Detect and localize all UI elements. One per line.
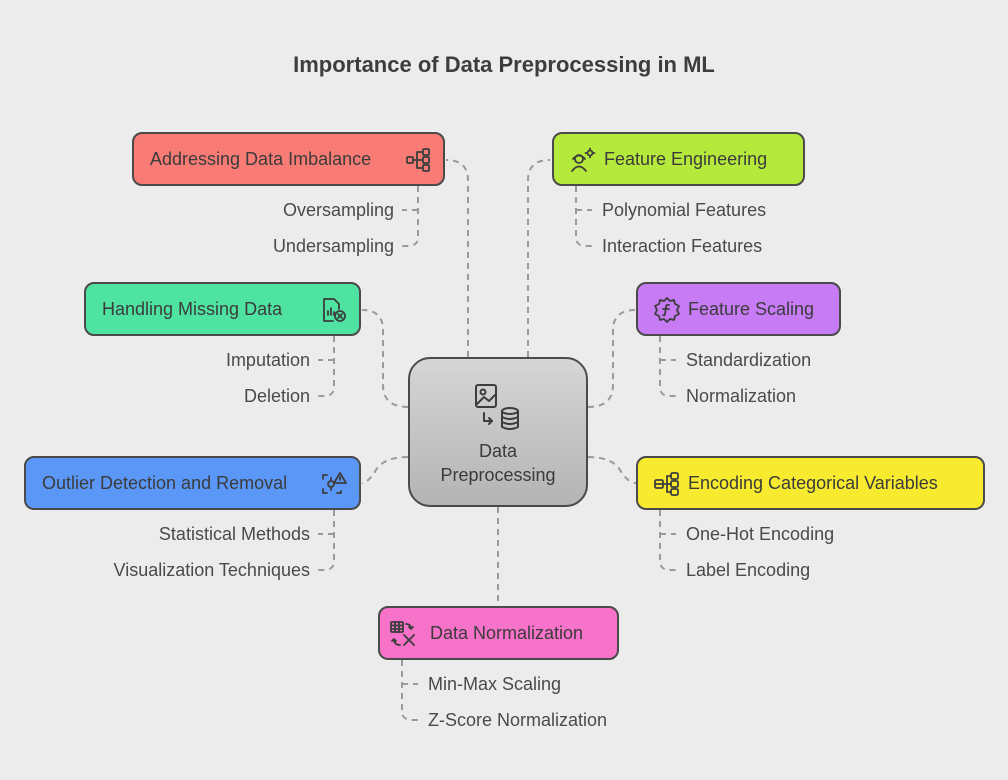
branch-label: Feature Engineering [604,148,768,169]
central-label-line1: Data [478,441,518,461]
branch-outlier-detection: Outlier Detection and Removal [24,456,361,510]
sub-item-label-encoding: Label Encoding [686,560,811,580]
encoding-blocks-icon [654,472,679,496]
branch-label: Handling Missing Data [102,298,283,319]
table-transform-icon [390,621,415,646]
sub-item-normalization: Normalization [686,386,797,406]
branch-label: Addressing Data Imbalance [150,148,372,169]
connector-feature-scaling [587,309,637,408]
image-to-database-icon [475,384,519,430]
sub-item-oversampling: Oversampling [282,200,394,220]
sub-item-visualization-techniques: Visualization Techniques [113,560,310,580]
branch-encoding-categorical: Encoding Categorical Variables [636,456,985,510]
diagram-title: Importance of Data Preprocessing in ML [293,52,715,77]
engineer-gear-icon [571,147,596,172]
branch-handling-missing-data: Handling Missing Data [84,282,361,336]
sub-item-standardization: Standardization [686,350,812,370]
document-chart-cancel-icon [323,298,346,322]
connector-addressing [445,159,469,357]
sub-item-statistical-methods: Statistical Methods [158,524,310,544]
branch-label: Encoding Categorical Variables [688,472,938,493]
branch-data-normalization: Data Normalization [378,606,619,660]
sub-item-undersampling: Undersampling [272,236,394,256]
sub-item-imputation: Imputation [225,350,310,370]
branch-feature-scaling: Feature Scaling [636,282,841,336]
alert-detect-icon [322,472,347,494]
sub-item-polynomial-features: Polynomial Features [602,200,767,220]
branch-label: Data Normalization [430,622,584,643]
sub-item-deletion: Deletion [243,386,310,406]
connector-missing [361,309,409,408]
central-node-label: Data Preprocessing [410,439,586,487]
central-label-line2: Preprocessing [440,465,556,485]
sub-item-z-score-normalization: Z-Score Normalization [428,710,608,730]
branch-feature-engineering: Feature Engineering [552,132,805,186]
branch-label: Feature Scaling [688,298,815,319]
central-node: Data Preprocessing [408,357,588,507]
hierarchy-icon [406,148,430,172]
branch-addressing-data-imbalance: Addressing Data Imbalance [132,132,445,186]
sub-item-interaction-features: Interaction Features [602,236,763,256]
connector-outlier [361,456,409,484]
sub-item-one-hot-encoding: One-Hot Encoding [686,524,835,544]
connector-feature-engineering [527,159,551,357]
branch-label: Outlier Detection and Removal [42,472,288,493]
function-badge-icon [654,297,680,323]
sub-item-min-max-scaling: Min-Max Scaling [428,674,562,694]
connector-encoding [587,456,637,484]
